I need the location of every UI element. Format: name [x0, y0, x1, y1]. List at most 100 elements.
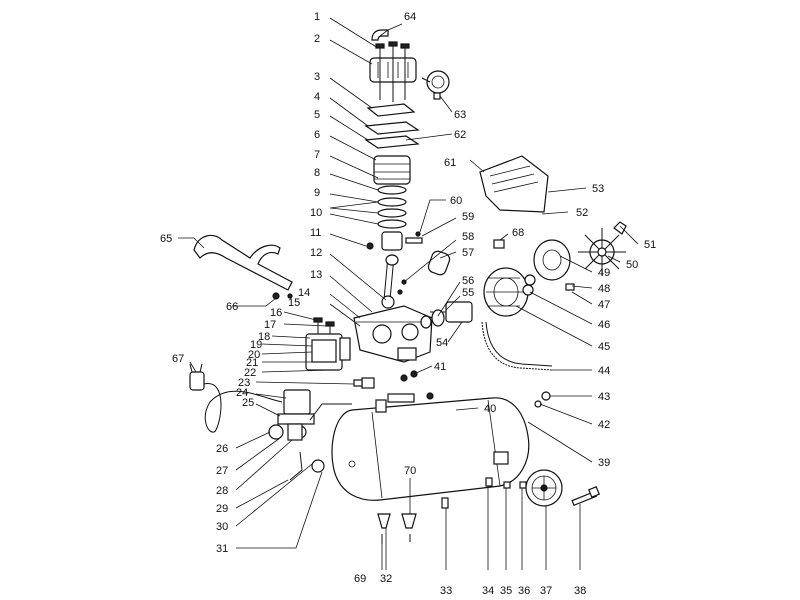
capacitor-part [427, 250, 451, 276]
clip-part [613, 221, 627, 235]
part-label-19: 19 [250, 339, 262, 351]
part-label-30: 30 [216, 521, 228, 533]
pressure-switch-part [305, 317, 351, 371]
part-label-18: 18 [258, 331, 270, 343]
part-label-13: 13 [310, 269, 322, 281]
part-label-48: 48 [598, 283, 610, 295]
part-label-29: 29 [216, 503, 228, 515]
pressure-gauge-part [421, 70, 450, 100]
power-cord-part [189, 363, 283, 433]
part-label-15: 15 [288, 297, 300, 309]
piston-rings-part [377, 185, 407, 229]
part-label-58: 58 [462, 231, 474, 243]
elbow-fitting-part [371, 29, 389, 41]
part-label-36: 36 [518, 585, 530, 597]
washer-part [503, 481, 511, 489]
part-label-47: 47 [598, 299, 610, 311]
part-label-28: 28 [216, 485, 228, 497]
part-label-25: 25 [242, 397, 254, 409]
air-tube-part [309, 403, 352, 421]
part-label-57: 57 [462, 247, 474, 259]
part-label-23: 23 [238, 377, 250, 389]
part-label-9: 9 [314, 187, 320, 199]
motor-end-cap-part [533, 239, 571, 281]
safety-valve-part [311, 459, 325, 473]
pin-part [415, 231, 421, 237]
part-label-55: 55 [462, 287, 474, 299]
part-label-44: 44 [598, 365, 610, 377]
connector-part [493, 239, 505, 249]
rubber-foot-part [401, 513, 417, 529]
part-label-27: 27 [216, 465, 228, 477]
part-label-38: 38 [574, 585, 586, 597]
screw-part [565, 283, 575, 291]
part-label-7: 7 [314, 149, 320, 161]
connecting-rod-part [381, 254, 399, 309]
valve-plate-stack-part [364, 103, 420, 185]
part-label-49: 49 [598, 267, 610, 279]
cylinder-head-part [369, 41, 417, 102]
part-label-62: 62 [454, 129, 466, 141]
regulator-block-part [268, 389, 315, 441]
piston-part [366, 231, 423, 251]
part-label-61: 61 [444, 157, 456, 169]
part-label-3: 3 [314, 71, 320, 83]
part-label-32: 32 [380, 573, 392, 585]
motor-shroud-part [479, 155, 549, 213]
axle-bolt-part [571, 486, 600, 507]
screw-part [287, 293, 293, 299]
part-label-5: 5 [314, 109, 320, 121]
part-label-4: 4 [314, 91, 320, 103]
bearing-part [524, 274, 536, 286]
part-label-70: 70 [404, 465, 416, 477]
part-label-63: 63 [454, 109, 466, 121]
crankcase-part [353, 305, 433, 363]
part-label-66: 66 [226, 301, 238, 313]
part-label-34: 34 [482, 585, 494, 597]
part-label-52: 52 [576, 207, 588, 219]
part-label-16: 16 [270, 307, 282, 319]
part-label-41: 41 [434, 361, 446, 373]
part-label-69: 69 [354, 573, 366, 585]
delivery-hose-part [485, 321, 553, 367]
part-label-60: 60 [450, 195, 462, 207]
part-label-50: 50 [626, 259, 638, 271]
drain-tube-part [289, 451, 303, 481]
part-label-67: 67 [172, 353, 184, 365]
drain-plug-part [441, 497, 449, 509]
part-label-51: 51 [644, 239, 656, 251]
part-label-35: 35 [500, 585, 512, 597]
part-label-37: 37 [540, 585, 552, 597]
part-label-53: 53 [592, 183, 604, 195]
part-label-59: 59 [462, 211, 474, 223]
nut-part [485, 477, 493, 487]
part-label-31: 31 [216, 543, 228, 555]
part-label-64: 64 [404, 11, 416, 23]
leader-lines [178, 17, 639, 570]
part-label-39: 39 [598, 457, 610, 469]
part-label-20: 20 [248, 349, 260, 361]
part-label-17: 17 [264, 319, 276, 331]
part-label-22: 22 [244, 367, 256, 379]
part-label-10: 10 [310, 207, 322, 219]
part-label-56: 56 [462, 275, 474, 287]
washer-part [519, 481, 527, 489]
part-label-45: 45 [598, 341, 610, 353]
pin-part [397, 289, 403, 295]
motor-rotor-part [420, 301, 473, 329]
part-number-labels: 1 2 3 4 5 6 7 8 9 10 11 12 13 14 15 16 1… [160, 11, 656, 597]
part-label-24: 24 [236, 387, 248, 399]
rubber-foot-part [377, 513, 391, 529]
part-label-68: 68 [512, 227, 524, 239]
part-label-2: 2 [314, 33, 320, 45]
part-label-14: 14 [298, 287, 310, 299]
part-label-54: 54 [436, 337, 448, 349]
part-label-21: 21 [246, 357, 258, 369]
part-label-46: 46 [598, 319, 610, 331]
part-label-26: 26 [216, 443, 228, 455]
part-label-42: 42 [598, 419, 610, 431]
wheel-part [525, 469, 563, 507]
part-label-40: 40 [484, 403, 496, 415]
